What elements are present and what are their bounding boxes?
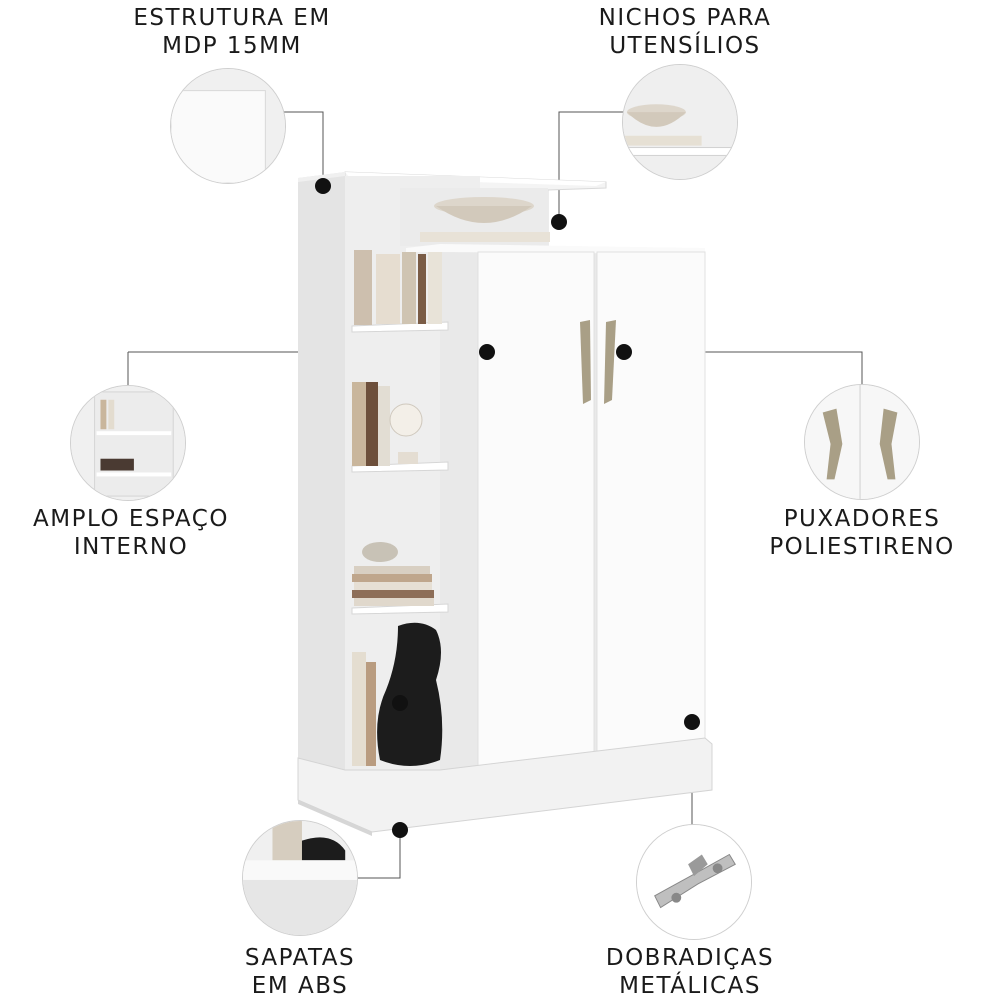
bubble-nichos [622, 64, 738, 180]
label-sapatas: SAPATAS EM ABS [210, 944, 390, 1000]
bubble-estrutura [170, 68, 286, 184]
label-estrutura: ESTRUTURA EM MDP 15MM [112, 4, 352, 60]
label-amplo-line2: INTERNO [73, 534, 189, 560]
bubble-puxadores [804, 384, 920, 500]
label-dobradicas-line2: METÁLICAS [619, 973, 761, 999]
label-amplo-line1: AMPLO ESPAÇO [33, 506, 229, 532]
label-sapatas-line1: SAPATAS [244, 945, 356, 971]
label-nichos-line2: UTENSÍLIOS [609, 33, 761, 59]
label-nichos-line1: NICHOS PARA [598, 5, 772, 31]
label-estrutura-line2: MDP 15MM [162, 33, 302, 59]
label-nichos: NICHOS PARA UTENSÍLIOS [570, 4, 800, 60]
label-dobradicas: DOBRADIÇAS METÁLICAS [590, 944, 790, 1000]
label-dobradicas-line1: DOBRADIÇAS [605, 945, 775, 971]
label-puxadores: PUXADORES POLIESTIRENO [762, 505, 962, 561]
callout-dots [315, 178, 700, 838]
bubble-sapatas [242, 820, 358, 936]
label-estrutura-line1: ESTRUTURA EM [133, 5, 331, 31]
label-puxadores-line2: POLIESTIRENO [769, 534, 955, 560]
label-amplo: AMPLO ESPAÇO INTERNO [20, 505, 242, 561]
label-sapatas-line2: EM ABS [251, 973, 349, 999]
bubble-amplo [70, 385, 186, 501]
label-puxadores-line1: PUXADORES [783, 506, 941, 532]
bubble-dobradicas [636, 824, 752, 940]
